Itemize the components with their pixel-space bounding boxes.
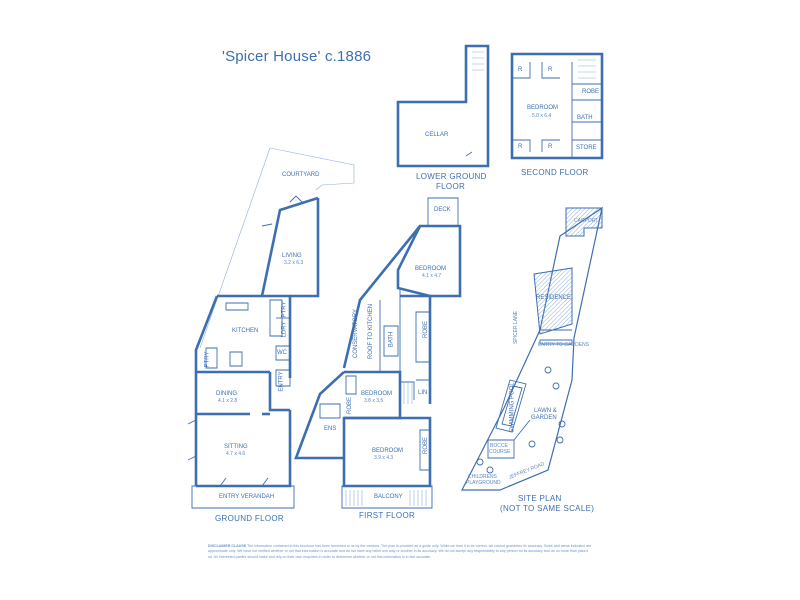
kitchen-label: KITCHEN: [232, 328, 259, 334]
bedroom2-label: BEDROOM: [361, 391, 393, 397]
store-label: STORE: [576, 145, 597, 151]
ensuite-label: ENS: [324, 426, 337, 432]
robe3-label: ROBE: [423, 436, 430, 455]
disclaimer-text: The information contained in this brochu…: [208, 544, 592, 559]
wc-label: WC: [277, 350, 287, 356]
first-floor-caption: FIRST FLOOR: [359, 511, 416, 520]
first-floor-plan: [294, 197, 462, 509]
pantry2-label: PTRY: [204, 351, 211, 368]
bocce-label-line2: COURSE: [489, 449, 511, 455]
robe-small-3-label: R: [518, 144, 523, 150]
lower-ground-plan: [396, 44, 490, 168]
dining-label: DINING: [216, 391, 237, 397]
dining-dimensions: 4.1 x 2.8: [218, 398, 238, 404]
linen-label: LIN: [418, 390, 428, 396]
cellar-label: CELLAR: [425, 132, 449, 138]
robe-small-4-label: R: [548, 144, 553, 150]
courtyard-label: COURTYARD: [282, 172, 320, 178]
sitting-dimensions: 4.7 x 4.6: [226, 451, 246, 457]
ground-floor-caption: GROUND FLOOR: [215, 514, 284, 523]
bedroom2-dimensions: 3.8 x 3.5: [364, 398, 384, 404]
living-label: LIVING: [282, 253, 302, 259]
bedroom3-label: BEDROOM: [372, 448, 404, 454]
childrens-playground-label-line1: CHILDRENS: [468, 474, 497, 480]
bedroom1-dimensions: 4.1 x 4.7: [422, 273, 442, 279]
laundry-label: LDRY: [281, 321, 288, 338]
lawn-garden-label-line2: GARDEN: [531, 415, 557, 421]
second-floor-plan: [510, 52, 604, 160]
disclaimer-heading: DISCLAIMER CLAUSE: [208, 544, 247, 548]
carport-label: CARPORT: [574, 218, 599, 224]
pantry-label: PTRY: [281, 301, 288, 318]
entry-verandah-label: ENTRY VERANDAH: [219, 494, 275, 500]
second-floor-caption: SECOND FLOOR: [521, 168, 589, 177]
conservatory-label: CONSERVATORY: [353, 308, 360, 359]
robe-label: ROBE: [582, 89, 600, 95]
bath-label: BATH: [388, 331, 395, 348]
lower-ground-caption-line2: FLOOR: [436, 182, 466, 191]
roof-to-kitchen-label: ROOF TO KITCHEN: [368, 303, 375, 360]
ground-floor-plan: [187, 147, 355, 509]
spicer-lane-label: SPICER LANE: [513, 310, 520, 345]
childrens-playground-label-line2: PLAYGROUND: [466, 480, 501, 486]
robe-small-2-label: R: [548, 67, 553, 73]
bedroom3-dimensions: 3.9 x 4.3: [374, 455, 394, 461]
site-plan-caption-line1: SITE PLAN: [518, 494, 562, 503]
site-plan-caption-line2: (NOT TO SAME SCALE): [500, 504, 595, 513]
robe2-label: ROBE: [347, 396, 354, 415]
second-bath-label: BATH: [577, 115, 593, 121]
entry-to-gardens-label: ENTRY TO GARDENS: [538, 342, 590, 348]
deck-label: DECK: [434, 207, 451, 213]
second-bedroom-label: BEDROOM: [527, 105, 559, 111]
page-title: 'Spicer House' c.1886: [222, 48, 372, 65]
balcony-label: BALCONY: [374, 494, 403, 500]
bocce-label-line1: BOCCE: [490, 443, 508, 449]
lawn-garden-label-line1: LAWN &: [534, 408, 557, 414]
sitting-label: SITTING: [224, 444, 248, 450]
living-dimensions: 3.2 x 6.3: [284, 260, 304, 266]
robe-small-1-label: R: [518, 67, 523, 73]
disclaimer-block: DISCLAIMER CLAUSE The information contai…: [208, 544, 594, 560]
lower-ground-caption-line1: LOWER GROUND: [416, 172, 487, 181]
swimming-pool-label: SWIMMING POOL: [509, 382, 516, 433]
robe1-label: ROBE: [423, 320, 430, 339]
second-bedroom-dimensions: 5.0 x 6.4: [532, 113, 552, 119]
entry-label: ENTRY: [278, 371, 285, 392]
bedroom1-label: BEDROOM: [415, 266, 447, 272]
site-plan: [461, 206, 603, 491]
residence-label: RESIDENCE: [536, 295, 572, 301]
